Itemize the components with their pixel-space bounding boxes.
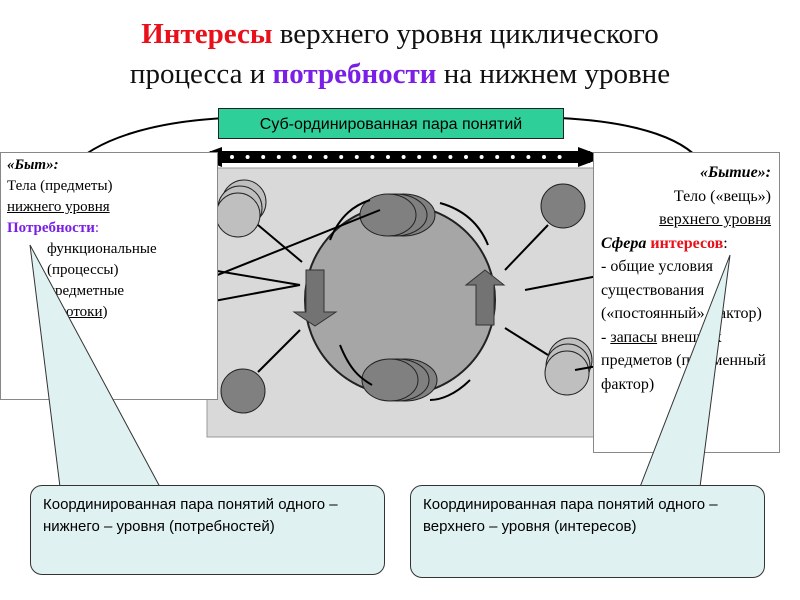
dot [542,155,546,159]
dot [354,155,359,159]
left-line: нижнего уровня [7,199,110,215]
right-line: Тело («вещь») [673,187,771,205]
node-top-right [540,183,586,229]
right-heading: «Бытие»: [699,164,771,181]
right-text-box: «Бытие»: Тело («вещь») верхнего уровня С… [593,152,780,453]
colon: : [94,220,100,236]
title-text: на нижнем уровне [436,58,671,90]
slide-title: Интересы верхнего уровня циклического пр… [0,14,800,94]
left-line: функциональные [47,241,157,257]
left-text-box: «Быт»: Тела (предметы) нижнего уровня По… [0,152,218,400]
right-line: запасы [610,328,658,346]
node-bottom-center [361,358,438,402]
colon: : [723,234,728,252]
dot [510,155,515,159]
dot [479,155,484,159]
title-word-interests: Интересы [141,18,273,50]
node-top-left [215,179,267,238]
left-line: потоки [58,304,103,320]
left-heading: «Быт»: [7,157,59,173]
dot [464,155,468,159]
dot [401,155,406,159]
dot [495,155,500,159]
dot [557,155,562,159]
dot [323,155,328,159]
callout-right: Координированная пара понятий одного – в… [410,485,765,578]
dot [308,155,312,159]
dot [370,155,375,159]
dot [230,155,234,159]
right-line: Сфера [601,234,651,252]
dot [417,155,422,159]
paren: ) [102,304,108,320]
dot [245,155,250,159]
dot [526,155,531,159]
left-line: предметные [47,283,125,299]
title-text: процесса и [129,58,273,90]
node-bottom-left [220,368,266,414]
left-line: (процессы) [47,262,119,278]
dot [448,155,453,159]
title-word-needs: потребности [272,58,437,90]
arrow-down-block [292,269,338,327]
dot [261,155,266,159]
callout-left: Координированная пара понятий одного – н… [30,485,385,575]
interests-label: интересов [650,234,724,252]
needs-label: Потребности [7,220,95,236]
arrow-up-block [464,269,506,326]
dot [386,155,390,159]
dot [339,155,344,159]
dot [276,155,281,159]
dot [292,155,297,159]
right-line: верхнего уровня [659,211,771,228]
dot [432,155,437,159]
dotted-double-arrow [195,147,605,167]
dash: - [601,328,611,346]
title-text: верхнего уровня циклического [272,18,659,50]
node-top-center [359,193,436,237]
node-bottom-right [544,337,593,396]
right-line: - общие условия существования («постоянн… [601,258,762,322]
sub-ordinated-pair-label: Суб-ординированная пара понятий [218,108,564,139]
left-line: Тела (предметы) [7,178,113,194]
